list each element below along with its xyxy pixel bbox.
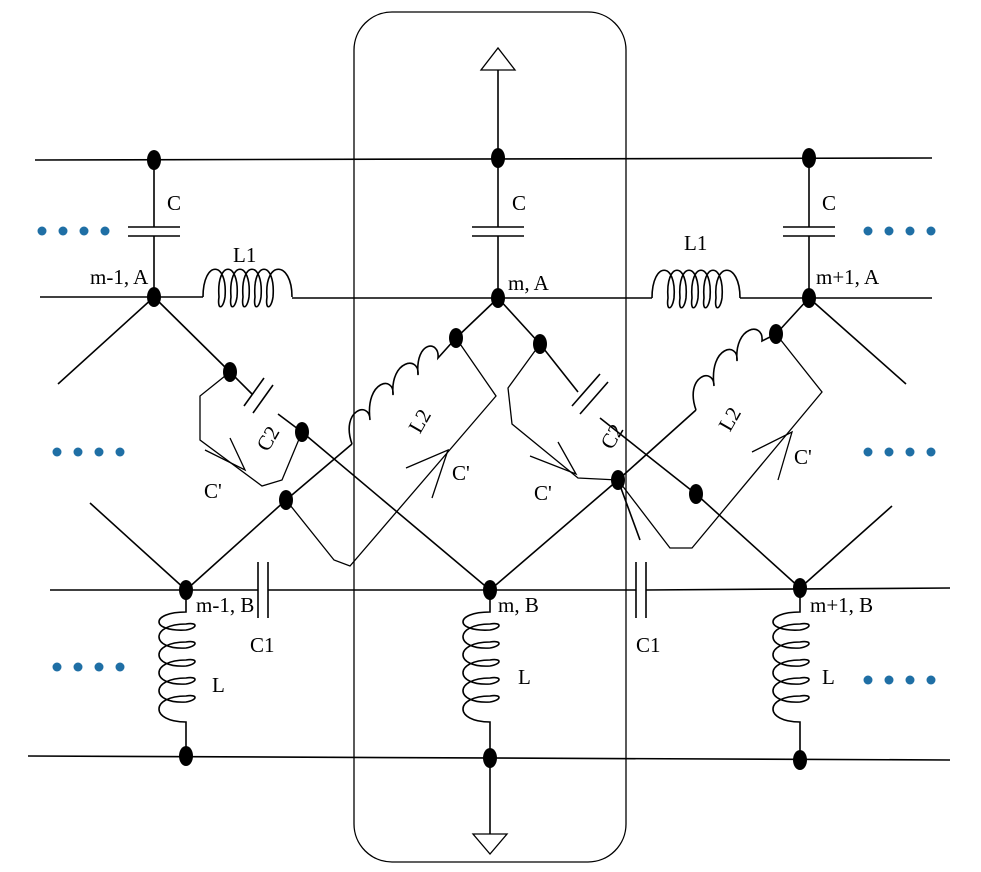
inductor-L-center xyxy=(462,590,500,758)
label-m-1-A: m-1, A xyxy=(90,265,149,289)
label-C-center: C xyxy=(512,191,526,215)
label-Cprime-center-right: C' xyxy=(534,481,552,505)
dots-right-row3 xyxy=(863,675,936,685)
label-C2-right: C2 xyxy=(595,420,628,453)
dots-right-row2 xyxy=(863,447,936,457)
inductor-L1-right xyxy=(651,269,741,309)
dots-left-row2 xyxy=(52,447,125,457)
label-L-right: L xyxy=(822,665,835,689)
label-m+1-B: m+1, B xyxy=(810,593,873,617)
label-m-B: m, B xyxy=(498,593,539,617)
label-L-left: L xyxy=(212,673,225,697)
unit-cell-box xyxy=(353,11,627,863)
capacitor-C1-left xyxy=(257,562,269,618)
capacitor-C-center xyxy=(472,158,524,298)
bottom-terminal-arrow xyxy=(471,758,509,856)
label-m+1-A: m+1, A xyxy=(816,265,880,289)
label-C-right: C xyxy=(822,191,836,215)
dots-left-row1 xyxy=(37,226,110,236)
continuation-dots xyxy=(37,226,936,685)
label-C1-left: C1 xyxy=(250,633,275,657)
label-L2-right: L2 xyxy=(713,403,745,435)
inductor-L1-left xyxy=(202,268,293,308)
capacitor-C1-right xyxy=(635,562,647,618)
inductor-L-right xyxy=(772,588,810,760)
label-C-left: C xyxy=(167,191,181,215)
capacitor-C-left xyxy=(128,160,180,297)
label-L1-left: L1 xyxy=(233,243,256,267)
label-L1-right: L1 xyxy=(684,231,707,255)
label-m-1-B: m-1, B xyxy=(196,593,254,617)
dots-right-row1 xyxy=(863,226,936,236)
label-C1-right: C1 xyxy=(636,633,661,657)
label-Cprime-left: C' xyxy=(204,479,222,503)
label-Cprime-right: C' xyxy=(794,445,812,469)
label-m-A: m, A xyxy=(508,271,550,295)
label-L2-left: L2 xyxy=(403,405,435,437)
junction-nodes xyxy=(147,148,816,770)
inductor-L-left xyxy=(158,590,196,756)
label-C2-left: C2 xyxy=(251,422,284,455)
top-terminal-arrow xyxy=(479,46,517,158)
label-L-center: L xyxy=(518,665,531,689)
capacitor-C-right xyxy=(783,158,835,298)
label-Cprime-center-left: C' xyxy=(452,461,470,485)
dots-left-row3 xyxy=(52,662,125,672)
diagonal-couplings xyxy=(57,296,907,591)
